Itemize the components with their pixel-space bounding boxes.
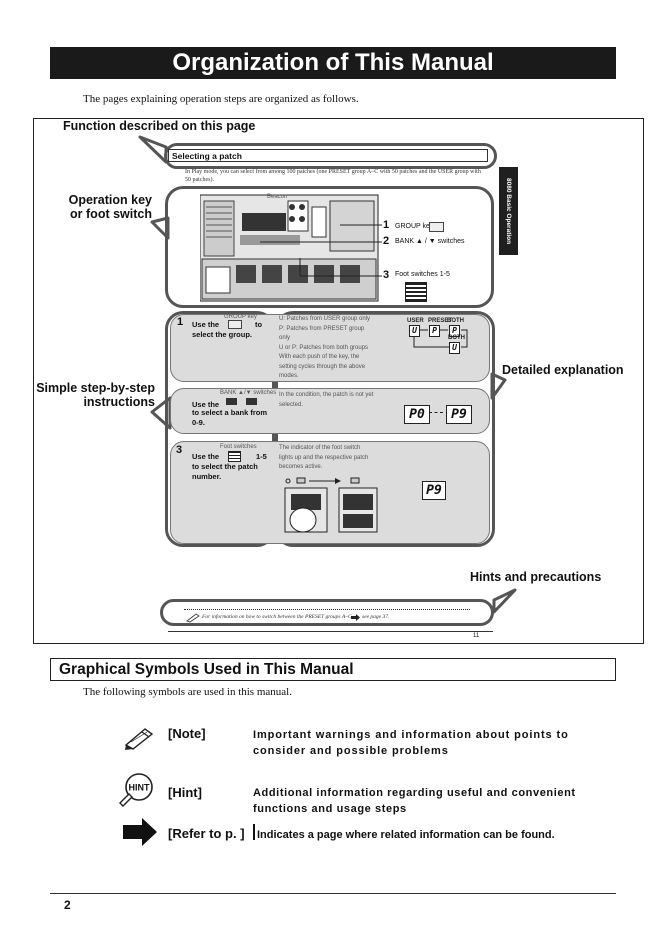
hint-ref: see page 37. xyxy=(362,614,390,620)
hint-pencil-icon xyxy=(186,613,200,623)
device-illustration xyxy=(200,194,379,302)
flow-p: P xyxy=(429,325,440,337)
step-2-key: BANK ▲/▼ switches xyxy=(220,390,277,396)
refer-bar xyxy=(253,824,255,840)
display-p9: P9 xyxy=(446,405,472,424)
step-1-key-icon xyxy=(228,320,242,329)
foot-press-illustration xyxy=(284,477,378,533)
flow-user: USER xyxy=(407,318,424,324)
flow-p2: P xyxy=(449,325,460,337)
note-pencil-icon xyxy=(124,728,154,750)
page-title: Organization of This Manual xyxy=(50,47,616,79)
step-2-bank-down-icon xyxy=(226,398,237,405)
callout-hints: Hints and precautions xyxy=(470,570,602,584)
step-2-use: Use the xyxy=(192,400,220,409)
sample-heading: Selecting a patch xyxy=(168,149,488,162)
hint-text: For information on how to switch between… xyxy=(202,614,353,620)
flow-preset: PRESET xyxy=(428,318,453,324)
marker-2: 2 xyxy=(383,235,390,247)
marker-1: 1 xyxy=(383,219,390,231)
callout-detailed: Detailed explanation xyxy=(502,363,624,377)
hint-arrow-icon xyxy=(351,614,360,621)
intro-text: The pages explaining operation steps are… xyxy=(83,93,359,105)
label-bank: BANK ▲ / ▼ switches xyxy=(395,238,465,245)
function-bubble xyxy=(164,143,497,169)
step-2-explain: In the condition, the patch is not yet s… xyxy=(279,392,374,408)
label-group-key: GROUP key xyxy=(395,223,434,230)
display-p9-single: P9 xyxy=(422,481,446,500)
step-1-number: 1 xyxy=(177,316,184,328)
callout-function: Function described on this page xyxy=(63,119,256,133)
group-key-icon xyxy=(429,222,444,232)
leader-lines xyxy=(260,224,382,277)
step-2-line3: 0-9. xyxy=(192,418,205,427)
hint-icon-text: HINT xyxy=(129,783,150,793)
step-3-line2: to select the patch xyxy=(192,462,258,471)
operation-bubble xyxy=(165,186,494,308)
step-3-explain: The indicator of the foot switch lights … xyxy=(279,445,369,470)
display-arrow xyxy=(429,412,443,413)
hint-icon: HINT xyxy=(119,773,153,807)
step-row-1 xyxy=(170,314,490,382)
diagram-frame xyxy=(33,118,644,644)
flow-arrows xyxy=(413,329,468,348)
step-3-key: Foot switches xyxy=(220,444,257,450)
marker-3: 3 xyxy=(383,269,390,281)
step-2-bank-up-icon xyxy=(246,398,257,405)
flow-both-2: BOTH xyxy=(448,335,465,341)
note-desc: Important warnings and information about… xyxy=(253,729,569,757)
step-1-key: GROUP key xyxy=(224,314,257,320)
sample-footer-line xyxy=(168,631,493,632)
step-3-foot-icon xyxy=(228,451,241,462)
footer-line xyxy=(50,893,616,894)
hint-label: [Hint] xyxy=(168,785,202,800)
symbols-intro: The following symbols are used in this m… xyxy=(83,686,292,698)
note-label: [Note] xyxy=(168,726,206,741)
sample-page-number: 11 xyxy=(473,633,480,639)
page-number: 2 xyxy=(64,898,71,912)
beacon-label: Beacon xyxy=(267,194,288,200)
label-foot: Foot switches 1-5 xyxy=(395,271,450,278)
hint-bubble xyxy=(160,599,494,626)
sample-body: In Play mode, you can select from among … xyxy=(185,169,481,183)
display-p0: P0 xyxy=(404,405,430,424)
hint-divider xyxy=(184,609,470,610)
step-1-line2: select the group. xyxy=(192,330,253,339)
refer-label: [Refer to p. ] xyxy=(168,826,245,841)
step-3-use: Use the xyxy=(192,452,220,461)
callout-simple: Simple step-by-step instructions xyxy=(36,381,155,409)
chapter-tab: 8080 Basic Operation xyxy=(499,167,518,255)
callout-operation: Operation key or foot switch xyxy=(68,193,152,221)
refer-desc: Indicates a page where related informati… xyxy=(257,829,555,841)
flow-u: U xyxy=(409,325,420,337)
arrow-right-icon xyxy=(123,818,157,846)
hint-desc: Additional information regarding useful … xyxy=(253,787,576,815)
step-3-line3: number. xyxy=(192,472,222,481)
step-1-to: to xyxy=(255,320,263,329)
step-3-range: 1-5 xyxy=(256,452,267,461)
step-1-use: Use the xyxy=(192,320,220,329)
flow-u2: U xyxy=(449,342,460,354)
flow-both: BOTH xyxy=(447,318,464,324)
step-3-number: 3 xyxy=(176,444,183,456)
step-2-line2: to select a bank from xyxy=(192,408,268,417)
symbols-section-title: Graphical Symbols Used in This Manual xyxy=(50,658,616,681)
step-row-2 xyxy=(170,388,490,434)
step-1-explain: U: Patches from USER group only P: Patch… xyxy=(279,316,371,379)
foot-switch-icon xyxy=(405,282,427,302)
